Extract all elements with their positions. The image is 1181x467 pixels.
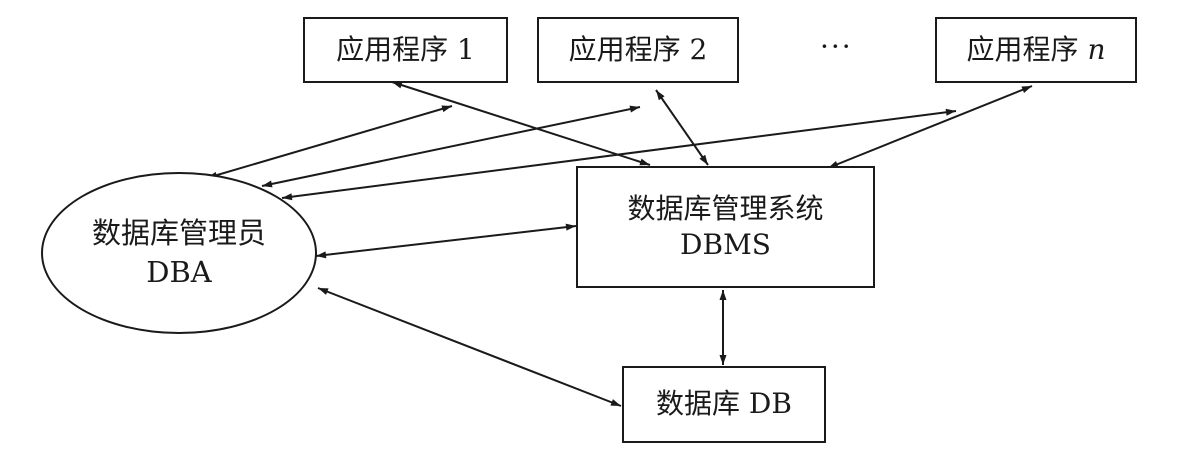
dba-line-1: 数据库管理员 — [91, 215, 266, 250]
app-1-label: 应用程序 1 — [336, 32, 475, 66]
app-n-label: 应用程序 n — [967, 32, 1106, 68]
arrow-dba-db — [317, 287, 622, 407]
app-n-label-var: n — [1087, 32, 1106, 66]
db-box: 数据库 DB — [622, 366, 826, 443]
dbms-text: 数据库管理系统 DBMS — [627, 191, 823, 264]
app-1-box: 应用程序 1 — [303, 17, 508, 83]
dbms-box: 数据库管理系统 DBMS — [576, 166, 875, 288]
dbms-line-2: DBMS — [680, 228, 771, 261]
arrow-app2-dbms — [655, 89, 709, 166]
ellipsis: ··· — [820, 30, 853, 63]
app-2-label: 应用程序 2 — [568, 32, 708, 66]
app-n-box: 应用程序 n — [935, 17, 1137, 83]
dba-ellipse: 数据库管理员 DBA — [41, 172, 317, 334]
arrow-dba-dbms — [315, 223, 577, 259]
arrow-app1-dbms — [391, 81, 651, 166]
arrow-appn-dbms — [827, 85, 1033, 169]
db-label: 数据库 DB — [656, 387, 792, 421]
arrow-app1-dba — [206, 105, 453, 179]
dbms-line-1: 数据库管理系统 — [627, 191, 824, 225]
app-2-box: 应用程序 2 — [537, 17, 739, 83]
dba-line-2: DBA — [146, 255, 212, 289]
app-n-label-prefix: 应用程序 — [966, 32, 1079, 66]
